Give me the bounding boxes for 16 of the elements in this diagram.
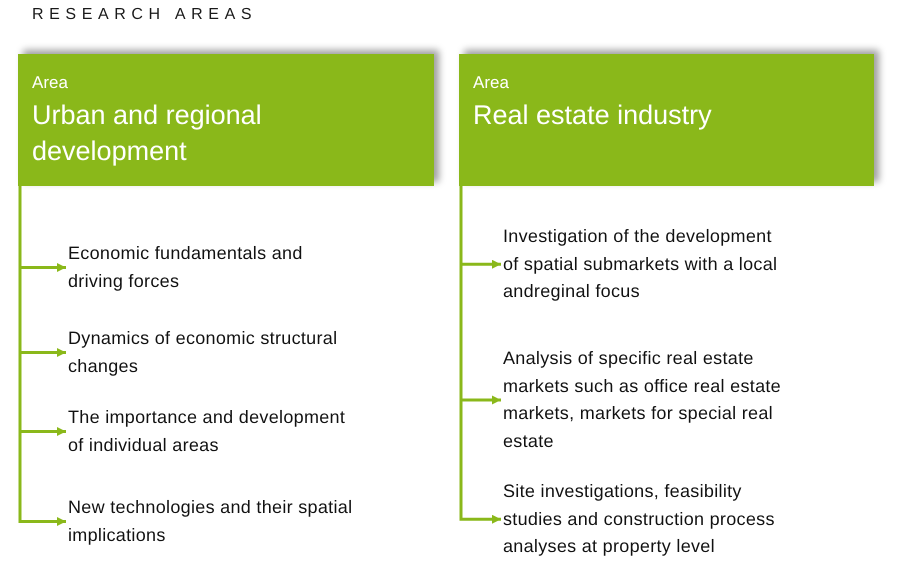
area-title: Urban and regional development: [32, 99, 263, 168]
list-item-text: Dynamics of economic structural changes: [68, 325, 358, 380]
list-item-text: New technologies and their spatial implications: [68, 494, 358, 549]
arrow: [460, 186, 501, 524]
list-item-text: Site investigations, feasibility studies and construction process analyses at property level: [503, 478, 785, 560]
list-item-text: Economic fundamentals and driving forces: [68, 240, 358, 295]
page-title: RESEARCH AREAS: [32, 5, 258, 25]
header-box: [18, 54, 434, 186]
list-item-text: Analysis of specific real estate markets such as office real estate markets, markets for special real estate: [503, 345, 785, 455]
list-item-text: The importance and development of individual areas: [68, 404, 358, 459]
area-label: Area: [32, 72, 69, 94]
header-box: [459, 54, 874, 186]
arrow: [18, 186, 66, 526]
area-label: Area: [473, 72, 510, 94]
area-title: Real estate industry: [473, 99, 713, 132]
list-item-text: Investigation of the development of spatial submarkets with a local andreginal focus: [503, 223, 785, 306]
